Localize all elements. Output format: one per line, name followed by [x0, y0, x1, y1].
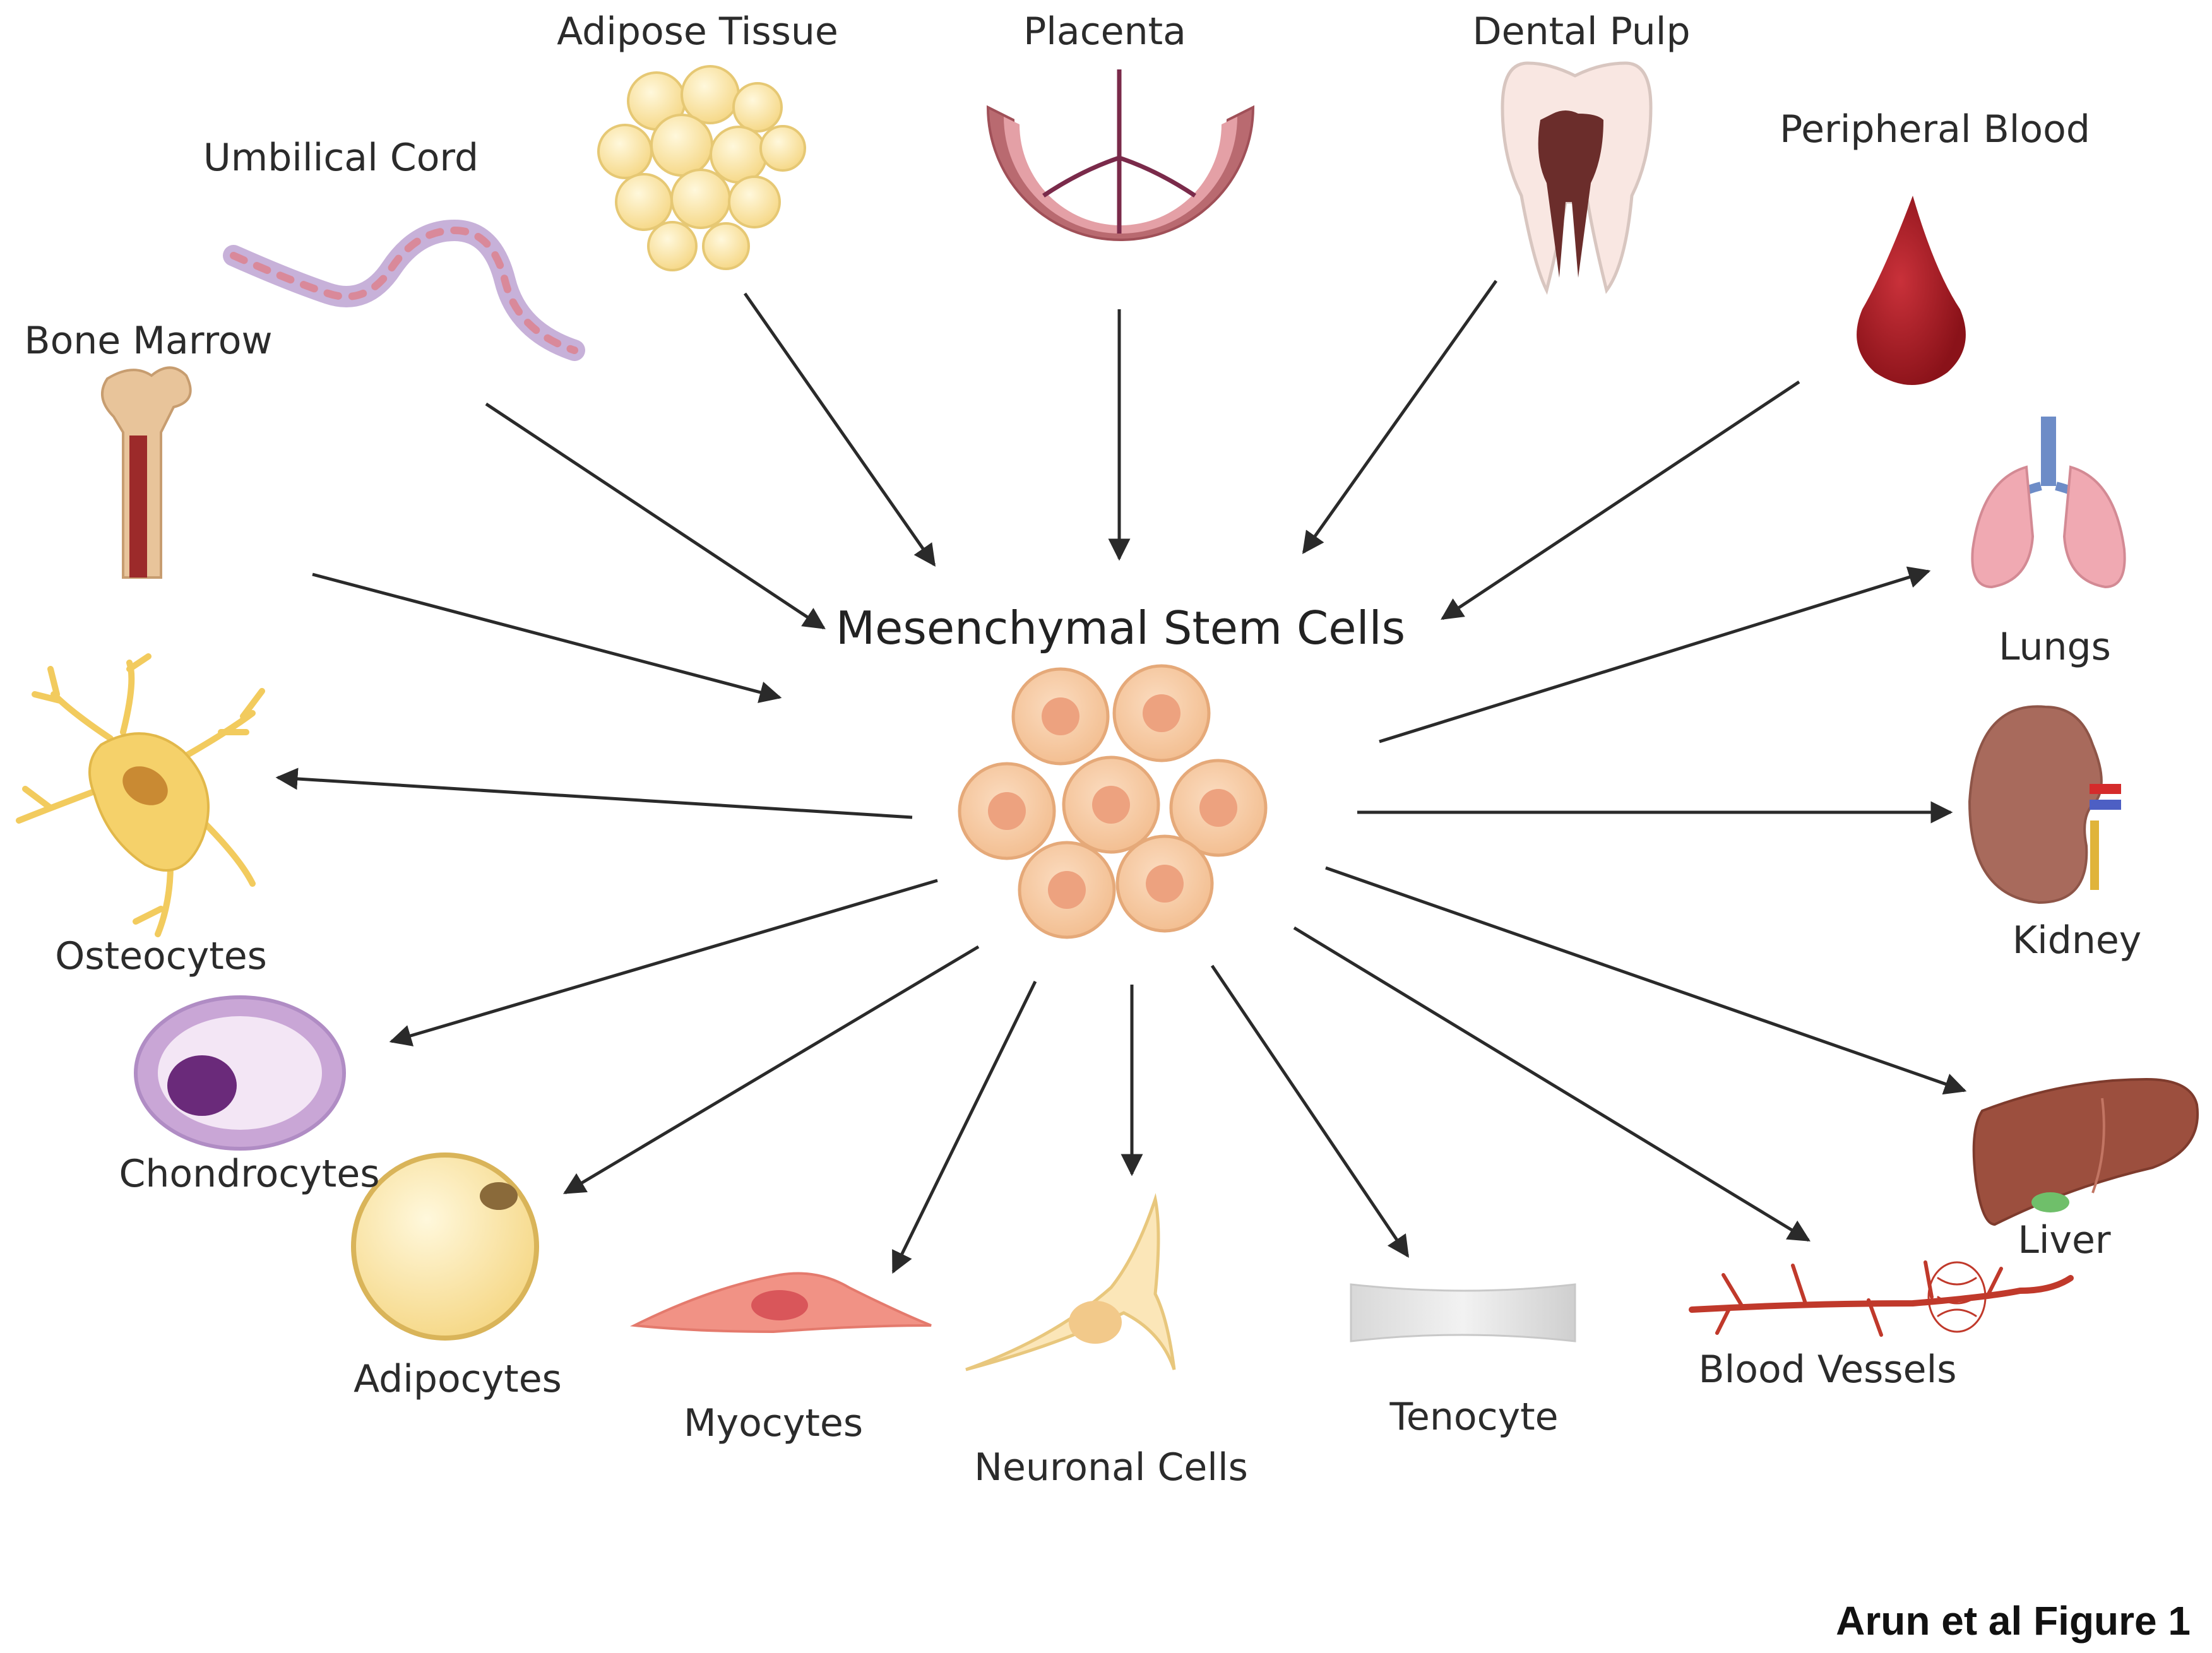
- tooth-icon: [1501, 61, 1653, 295]
- target-label-osteocytes: Osteocytes: [55, 934, 267, 978]
- liver-icon: [1972, 1077, 2199, 1226]
- source-label-umbilical-cord: Umbilical Cord: [203, 136, 479, 180]
- arrow-adipose-tissue: [743, 292, 936, 567]
- lungs-icon: [1971, 417, 2126, 589]
- target-label-chondrocytes: Chondrocytes: [119, 1152, 380, 1196]
- arrow-tenocyte: [1210, 964, 1410, 1258]
- bone-icon: [101, 366, 192, 579]
- blood-vessel-icon: [1689, 1260, 2074, 1337]
- source-label-placenta: Placenta: [1023, 9, 1186, 54]
- arrow-chondrocytes: [389, 879, 938, 1046]
- source-label-dental-pulp: Dental Pulp: [1472, 9, 1690, 54]
- arrow-umbilical-cord: [485, 402, 826, 630]
- arrow-dental-pulp: [1302, 280, 1498, 554]
- arrow-osteocytes: [275, 767, 913, 819]
- center-label: Mesenchymal Stem Cells: [836, 601, 1405, 655]
- neuron-icon: [965, 1193, 1176, 1372]
- arrows: [275, 280, 1967, 1274]
- target-label-liver: Liver: [2018, 1218, 2111, 1262]
- tenocyte-icon: [1350, 1283, 1576, 1342]
- myocyte-icon: [629, 1272, 932, 1334]
- arrow-myocytes: [891, 980, 1037, 1274]
- arrow-bone-marrow: [312, 572, 782, 703]
- chondrocyte-icon: [134, 995, 346, 1151]
- arrow-liver: [1325, 866, 1967, 1095]
- kidney-icon: [1968, 705, 2121, 904]
- target-label-kidney: Kidney: [2013, 918, 2142, 963]
- arrow-lungs: [1379, 566, 1931, 744]
- target-label-blood-vessels: Blood Vessels: [1698, 1348, 1956, 1392]
- arrow-adipocytes: [562, 945, 980, 1195]
- arrow-blood-vessels: [1293, 926, 1811, 1242]
- blood-drop-icon: [1857, 196, 1966, 385]
- source-label-peripheral-blood: Peripheral Blood: [1780, 107, 2090, 151]
- stem-cell-cluster-icon: [958, 664, 1268, 939]
- adipocyte-icon: [351, 1152, 539, 1341]
- target-label-myocytes: Myocytes: [684, 1401, 863, 1445]
- arrow-peripheral-blood: [1441, 380, 1800, 620]
- figure-credit: Arun et al Figure 1: [1836, 1598, 2191, 1644]
- target-label-lungs: Lungs: [1999, 625, 2111, 669]
- target-label-tenocyte: Tenocyte: [1389, 1395, 1558, 1439]
- placenta-icon: [986, 69, 1255, 241]
- osteocyte-icon: [16, 653, 265, 937]
- target-label-neuronal-cells: Neuronal Cells: [974, 1445, 1248, 1490]
- target-label-adipocytes: Adipocytes: [354, 1357, 562, 1401]
- source-label-adipose-tissue: Adipose Tissue: [557, 9, 838, 54]
- source-label-bone-marrow: Bone Marrow: [24, 319, 272, 363]
- umbilical-cord-icon: [223, 219, 585, 361]
- fat-cells-icon: [597, 65, 806, 271]
